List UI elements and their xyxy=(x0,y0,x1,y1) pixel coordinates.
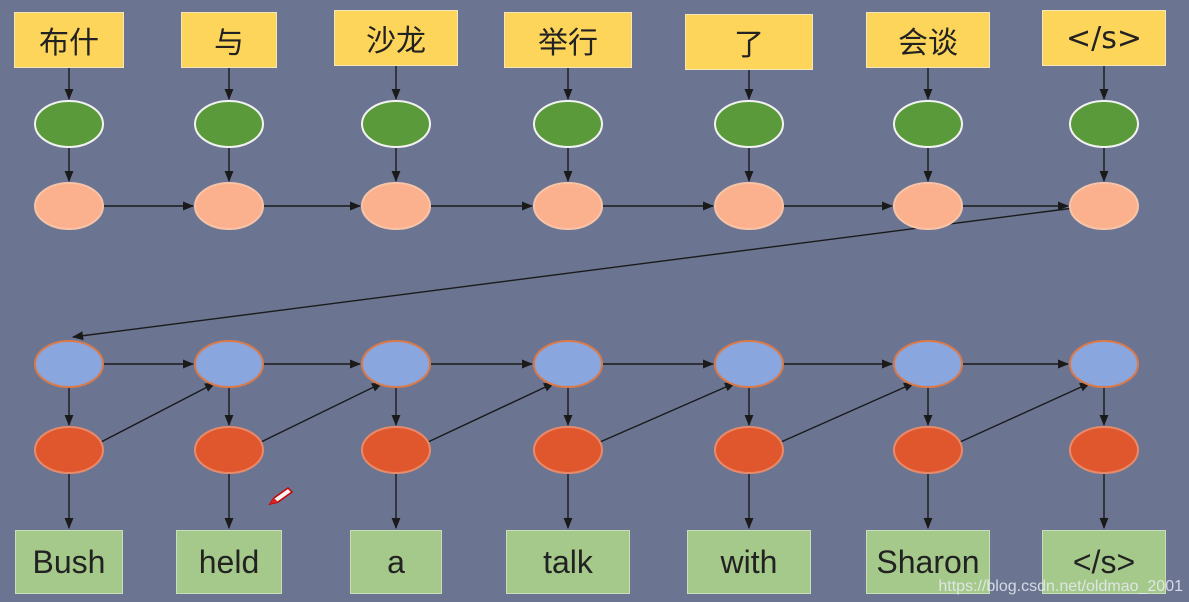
arrow-output-feedback xyxy=(780,382,916,443)
decoder-node xyxy=(893,340,963,388)
source-token-box: </s> xyxy=(1042,10,1166,66)
decoder-node xyxy=(1069,340,1139,388)
encoder-node xyxy=(893,182,963,230)
target-token-box: Bush xyxy=(15,530,123,594)
output-node xyxy=(361,426,431,474)
output-node xyxy=(34,426,104,474)
target-token-box: talk xyxy=(506,530,630,594)
embedding-node xyxy=(34,100,104,148)
decoder-node xyxy=(714,340,784,388)
embedding-node xyxy=(714,100,784,148)
embedding-node xyxy=(893,100,963,148)
arrow-context-to-decoder xyxy=(71,207,1075,341)
arrow-output-feedback xyxy=(260,382,384,443)
decoder-node xyxy=(34,340,104,388)
output-node xyxy=(1069,426,1139,474)
encoder-node xyxy=(194,182,264,230)
encoder-node xyxy=(533,182,603,230)
encoder-node xyxy=(1069,182,1139,230)
pen-cursor-icon xyxy=(268,486,294,506)
decoder-node xyxy=(361,340,431,388)
output-node xyxy=(194,426,264,474)
embedding-node xyxy=(533,100,603,148)
arrow-output-feedback xyxy=(100,382,216,443)
arrow-output-feedback xyxy=(599,382,737,443)
source-token-box: 了 xyxy=(685,14,813,70)
encoder-node xyxy=(714,182,784,230)
output-node xyxy=(714,426,784,474)
target-token-box: held xyxy=(176,530,282,594)
embedding-node xyxy=(1069,100,1139,148)
target-token-box: with xyxy=(687,530,811,594)
source-token-box: 沙龙 xyxy=(334,10,458,66)
target-token-box: a xyxy=(350,530,442,594)
output-node xyxy=(533,426,603,474)
source-token-box: 会谈 xyxy=(866,12,990,68)
encoder-node xyxy=(34,182,104,230)
watermark-url: https://blog.csdn.net/oldmao_2001 xyxy=(938,578,1183,595)
embedding-node xyxy=(194,100,264,148)
arrow-output-feedback xyxy=(959,382,1092,443)
target-token-box: </s> xyxy=(1042,530,1166,594)
decoder-node xyxy=(194,340,264,388)
decoder-node xyxy=(533,340,603,388)
source-token-box: 布什 xyxy=(14,12,124,68)
source-token-box: 举行 xyxy=(504,12,632,68)
embedding-node xyxy=(361,100,431,148)
arrow-output-feedback xyxy=(427,382,556,443)
source-token-box: 与 xyxy=(181,12,277,68)
output-node xyxy=(893,426,963,474)
target-token-box: Sharon xyxy=(866,530,990,594)
encoder-node xyxy=(361,182,431,230)
